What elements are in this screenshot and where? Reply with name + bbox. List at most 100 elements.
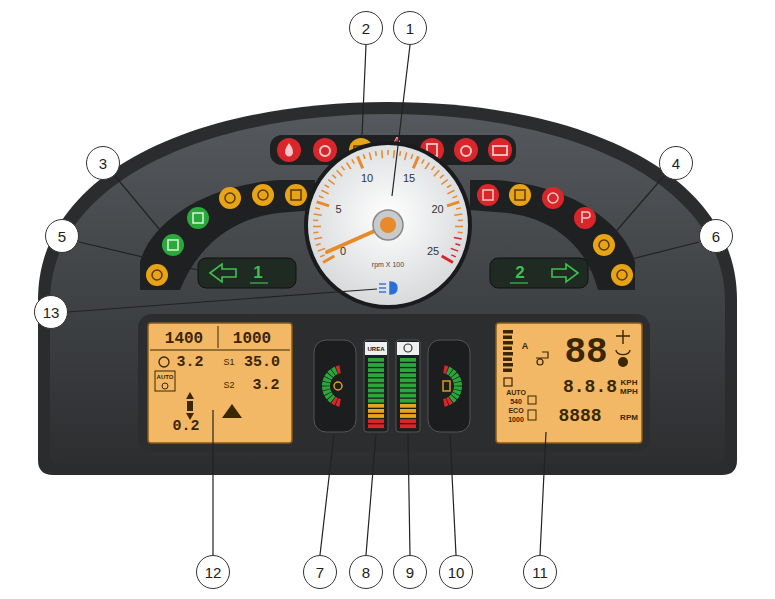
- left-lamp-panel: [225, 193, 235, 203]
- lcd-unit: MPH: [620, 388, 638, 396]
- bar-segment: [368, 404, 384, 408]
- direction-indicator: [510, 282, 528, 283]
- leader-line: [212, 410, 213, 555]
- right-lamp-panel: [582, 212, 590, 223]
- level-segment: [503, 336, 512, 340]
- tach-tick: [405, 152, 407, 160]
- gauge-segment: [443, 365, 448, 374]
- tach-tick: [451, 255, 456, 257]
- tach-tick: [352, 159, 354, 163]
- left-lamp-panel: [187, 207, 209, 229]
- right-lamp-panel: [593, 234, 615, 256]
- warning-lamp-strip: [320, 146, 330, 156]
- callout-number: 6: [712, 229, 720, 244]
- lcd-digits: 8888: [558, 407, 601, 425]
- tach-tick: [399, 151, 401, 156]
- right-lamp-panel: [470, 180, 635, 290]
- tach-tick: [314, 238, 322, 239]
- left-lamp-panel: [168, 240, 178, 250]
- tach-tick: [346, 163, 350, 170]
- bar-segment: [368, 399, 384, 403]
- right-lcd: [496, 323, 642, 443]
- tach-tick: [313, 226, 321, 228]
- callout-number: 12: [205, 565, 222, 580]
- left-lamp-panel: [193, 213, 203, 223]
- warning-lamp-strip: [493, 146, 507, 155]
- bar-segment: [400, 363, 416, 367]
- tach-tick: [431, 166, 434, 170]
- callout-circle: 1: [393, 11, 427, 45]
- lcd-tag: 1000: [508, 416, 524, 423]
- fuel-gauge: [428, 340, 470, 432]
- callout-number: 4: [672, 156, 680, 171]
- urea-gauge: [364, 340, 388, 432]
- left-lcd: [162, 383, 168, 389]
- tach-tick: [369, 152, 371, 160]
- right-lcd: [618, 357, 628, 367]
- left-lamp-panel: [219, 187, 241, 209]
- bar-segment: [368, 424, 384, 428]
- left-lcd: [148, 323, 292, 443]
- callout-circle: 3: [86, 146, 120, 180]
- callout-number: 2: [362, 21, 370, 36]
- tachometer: [373, 210, 403, 240]
- left-lamp-panel: [162, 234, 184, 256]
- tach-tick: [451, 248, 458, 251]
- tach-tick: [363, 154, 365, 159]
- headlight-icon: [390, 282, 397, 294]
- tach-tick: [458, 232, 463, 234]
- bar-segment: [400, 384, 416, 388]
- bar-segment: [400, 419, 416, 423]
- tach-tick: [453, 196, 458, 198]
- direction-indicator: [198, 258, 296, 288]
- indicator-number: 2: [515, 264, 524, 281]
- bar-segment: [400, 394, 416, 398]
- right-lcd: [528, 396, 536, 404]
- left-lcd: [150, 350, 290, 351]
- left-lamp-panel: [152, 270, 162, 280]
- lower-panel: [138, 314, 650, 452]
- level-segment: [503, 330, 513, 334]
- tach-tick: [442, 256, 453, 263]
- bar-segment: [400, 368, 416, 372]
- warning-lamp-strip: [454, 138, 478, 162]
- tach-tick: [447, 202, 459, 206]
- fuel-gauge: [443, 381, 450, 391]
- leader-line: [362, 45, 366, 136]
- direction-indicator: [552, 264, 578, 282]
- left-lamp-panel: [140, 180, 315, 290]
- callout-number: 13: [43, 305, 60, 320]
- fuel-gauge: [428, 340, 470, 432]
- right-lamp-panel: [611, 264, 633, 286]
- left-lcd: [159, 357, 169, 367]
- scale-unit: rpm X 100: [372, 261, 404, 268]
- tach-tick: [381, 150, 383, 158]
- left-lamp-panel: [258, 190, 268, 200]
- indicator-number: 1: [253, 264, 262, 281]
- tach-tick: [456, 208, 461, 209]
- right-lamp-panel: [617, 270, 627, 280]
- level-segment: [503, 369, 512, 373]
- bar-segment: [368, 384, 384, 388]
- headlight-icon: [379, 282, 397, 294]
- leader-line: [68, 289, 377, 312]
- right-lamp-panel: [483, 190, 493, 200]
- lcd-value: 0.2: [172, 419, 199, 434]
- bar-segment: [368, 363, 384, 367]
- tach-tick: [341, 166, 344, 170]
- level-segment: [503, 358, 512, 362]
- tach-tick: [413, 156, 418, 168]
- warning-lamp-strip: [488, 138, 512, 162]
- leader-line: [115, 176, 165, 236]
- bar-segment: [400, 373, 416, 377]
- tach-tick: [458, 220, 463, 222]
- level-segment: [503, 352, 513, 356]
- callout-circle: 4: [659, 146, 693, 180]
- right-lamp-panel: [548, 193, 558, 203]
- lcd-unit: KPH: [621, 379, 638, 387]
- left-lcd: [222, 404, 242, 418]
- tachometer: [304, 141, 472, 309]
- direction-indicator: [210, 264, 236, 282]
